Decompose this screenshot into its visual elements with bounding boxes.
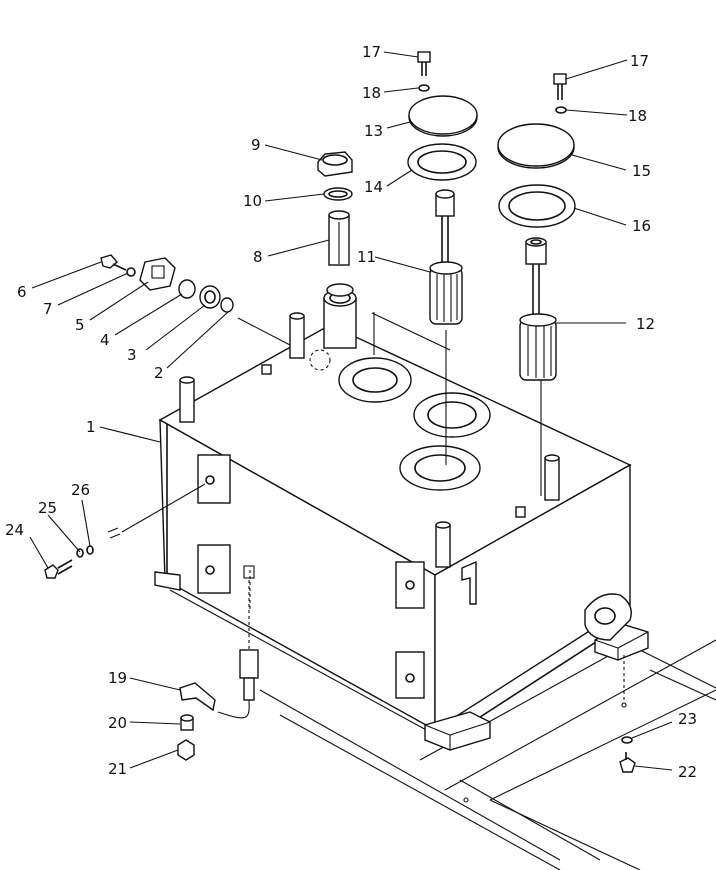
callout-21: 21 — [108, 760, 127, 778]
hydraulic-tank — [154, 324, 649, 751]
filler-cap-assembly — [317, 151, 353, 266]
filter-element-11 — [429, 189, 463, 325]
callout-11: 11 — [357, 248, 376, 266]
dashed-guides — [248, 580, 625, 700]
callout-12: 12 — [636, 315, 655, 333]
callout-16: 16 — [632, 217, 651, 235]
callout-4: 4 — [100, 331, 110, 349]
callout-7: 7 — [43, 300, 53, 318]
callout-13: 13 — [364, 122, 383, 140]
callout-3: 3 — [127, 346, 137, 364]
callout-labels: 1 2 3 4 5 6 7 8 9 10 11 12 13 14 15 16 1… — [5, 43, 697, 781]
callout-2: 2 — [154, 364, 164, 382]
callout-19: 19 — [108, 669, 127, 687]
callout-18b: 18 — [628, 107, 647, 125]
tank-top-flanges — [309, 283, 542, 496]
tank-top-posts — [179, 312, 560, 605]
callout-26: 26 — [71, 481, 90, 499]
callout-25: 25 — [38, 499, 57, 517]
callout-9: 9 — [251, 136, 261, 154]
callout-17b: 17 — [630, 52, 649, 70]
callout-18a: 18 — [362, 84, 381, 102]
leader-lines — [29, 51, 673, 771]
callout-22: 22 — [678, 763, 697, 781]
callout-6: 6 — [17, 283, 27, 301]
sight-gauge-parts — [100, 254, 291, 346]
callout-14: 14 — [364, 178, 383, 196]
callout-10: 10 — [243, 192, 262, 210]
filter-element-12 — [519, 237, 557, 381]
callout-15: 15 — [632, 162, 651, 180]
callout-23: 23 — [678, 710, 697, 728]
covers-and-gaskets — [407, 95, 576, 228]
callout-5: 5 — [75, 316, 85, 334]
callout-17a: 17 — [362, 43, 381, 61]
callout-24: 24 — [5, 521, 24, 539]
callout-1: 1 — [86, 418, 96, 436]
small-bolts — [44, 483, 636, 773]
callout-20: 20 — [108, 714, 127, 732]
callout-8: 8 — [253, 248, 263, 266]
drain-parts — [177, 649, 259, 761]
